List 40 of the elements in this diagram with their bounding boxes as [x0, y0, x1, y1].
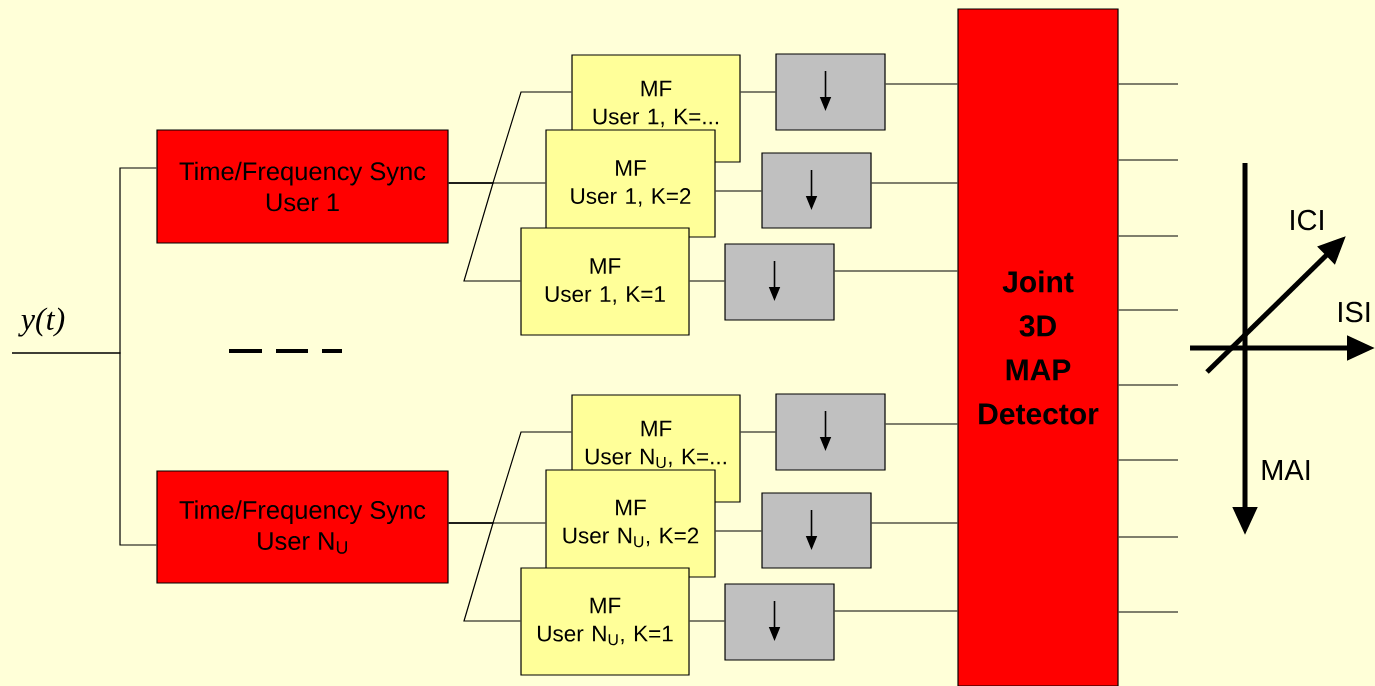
axis-label: ISI [1339, 301, 1370, 323]
connector-line [1118, 235, 1179, 237]
matched-filter-box: MF User N$_{U}$, K=1 [520, 567, 690, 676]
matched-filter-box: MF User N$_{U}$, K=2 [545, 469, 716, 578]
connector-line [689, 280, 725, 282]
sync-box: Time/Frequency Sync User 1 [156, 129, 449, 244]
connector-line [1118, 83, 1179, 85]
connector-line [715, 530, 762, 532]
connector-line [885, 83, 958, 85]
signal-label: y(t) [18, 307, 65, 337]
connector-line [1118, 309, 1179, 311]
sync-box: Time/Frequency Sync User N$_{U}$ [156, 470, 449, 584]
connector-line [11, 352, 157, 546]
connector-line [1118, 611, 1179, 613]
connector-line [834, 610, 958, 612]
downsampler-box [761, 492, 872, 569]
connector-line [834, 270, 958, 272]
connector-line [1118, 459, 1179, 461]
downsampler-box [775, 393, 886, 471]
connector-line [871, 182, 958, 184]
downsampler-box [775, 53, 886, 131]
downsampler-box [761, 152, 872, 229]
detector-box: Joint 3D MAP Detector [957, 8, 1119, 686]
connector-line [1118, 384, 1179, 386]
connector-line [885, 423, 958, 425]
connector-line [1118, 536, 1179, 538]
downsampler-box [724, 243, 835, 321]
connector-line [740, 91, 776, 93]
matched-filter-box: MF User 1, K=1 [520, 227, 690, 336]
connector-line [448, 522, 521, 622]
connector-line [740, 431, 776, 433]
connector-line [1118, 159, 1179, 161]
axis-label: ICI [1291, 209, 1323, 231]
connector-line [689, 620, 725, 622]
axis-label: MAI [1262, 460, 1310, 480]
downsampler-box [724, 583, 835, 661]
connector-line [448, 182, 521, 282]
matched-filter-box: MF User 1, K=2 [545, 129, 716, 238]
connector-line [715, 190, 762, 192]
connector-line [871, 522, 958, 524]
